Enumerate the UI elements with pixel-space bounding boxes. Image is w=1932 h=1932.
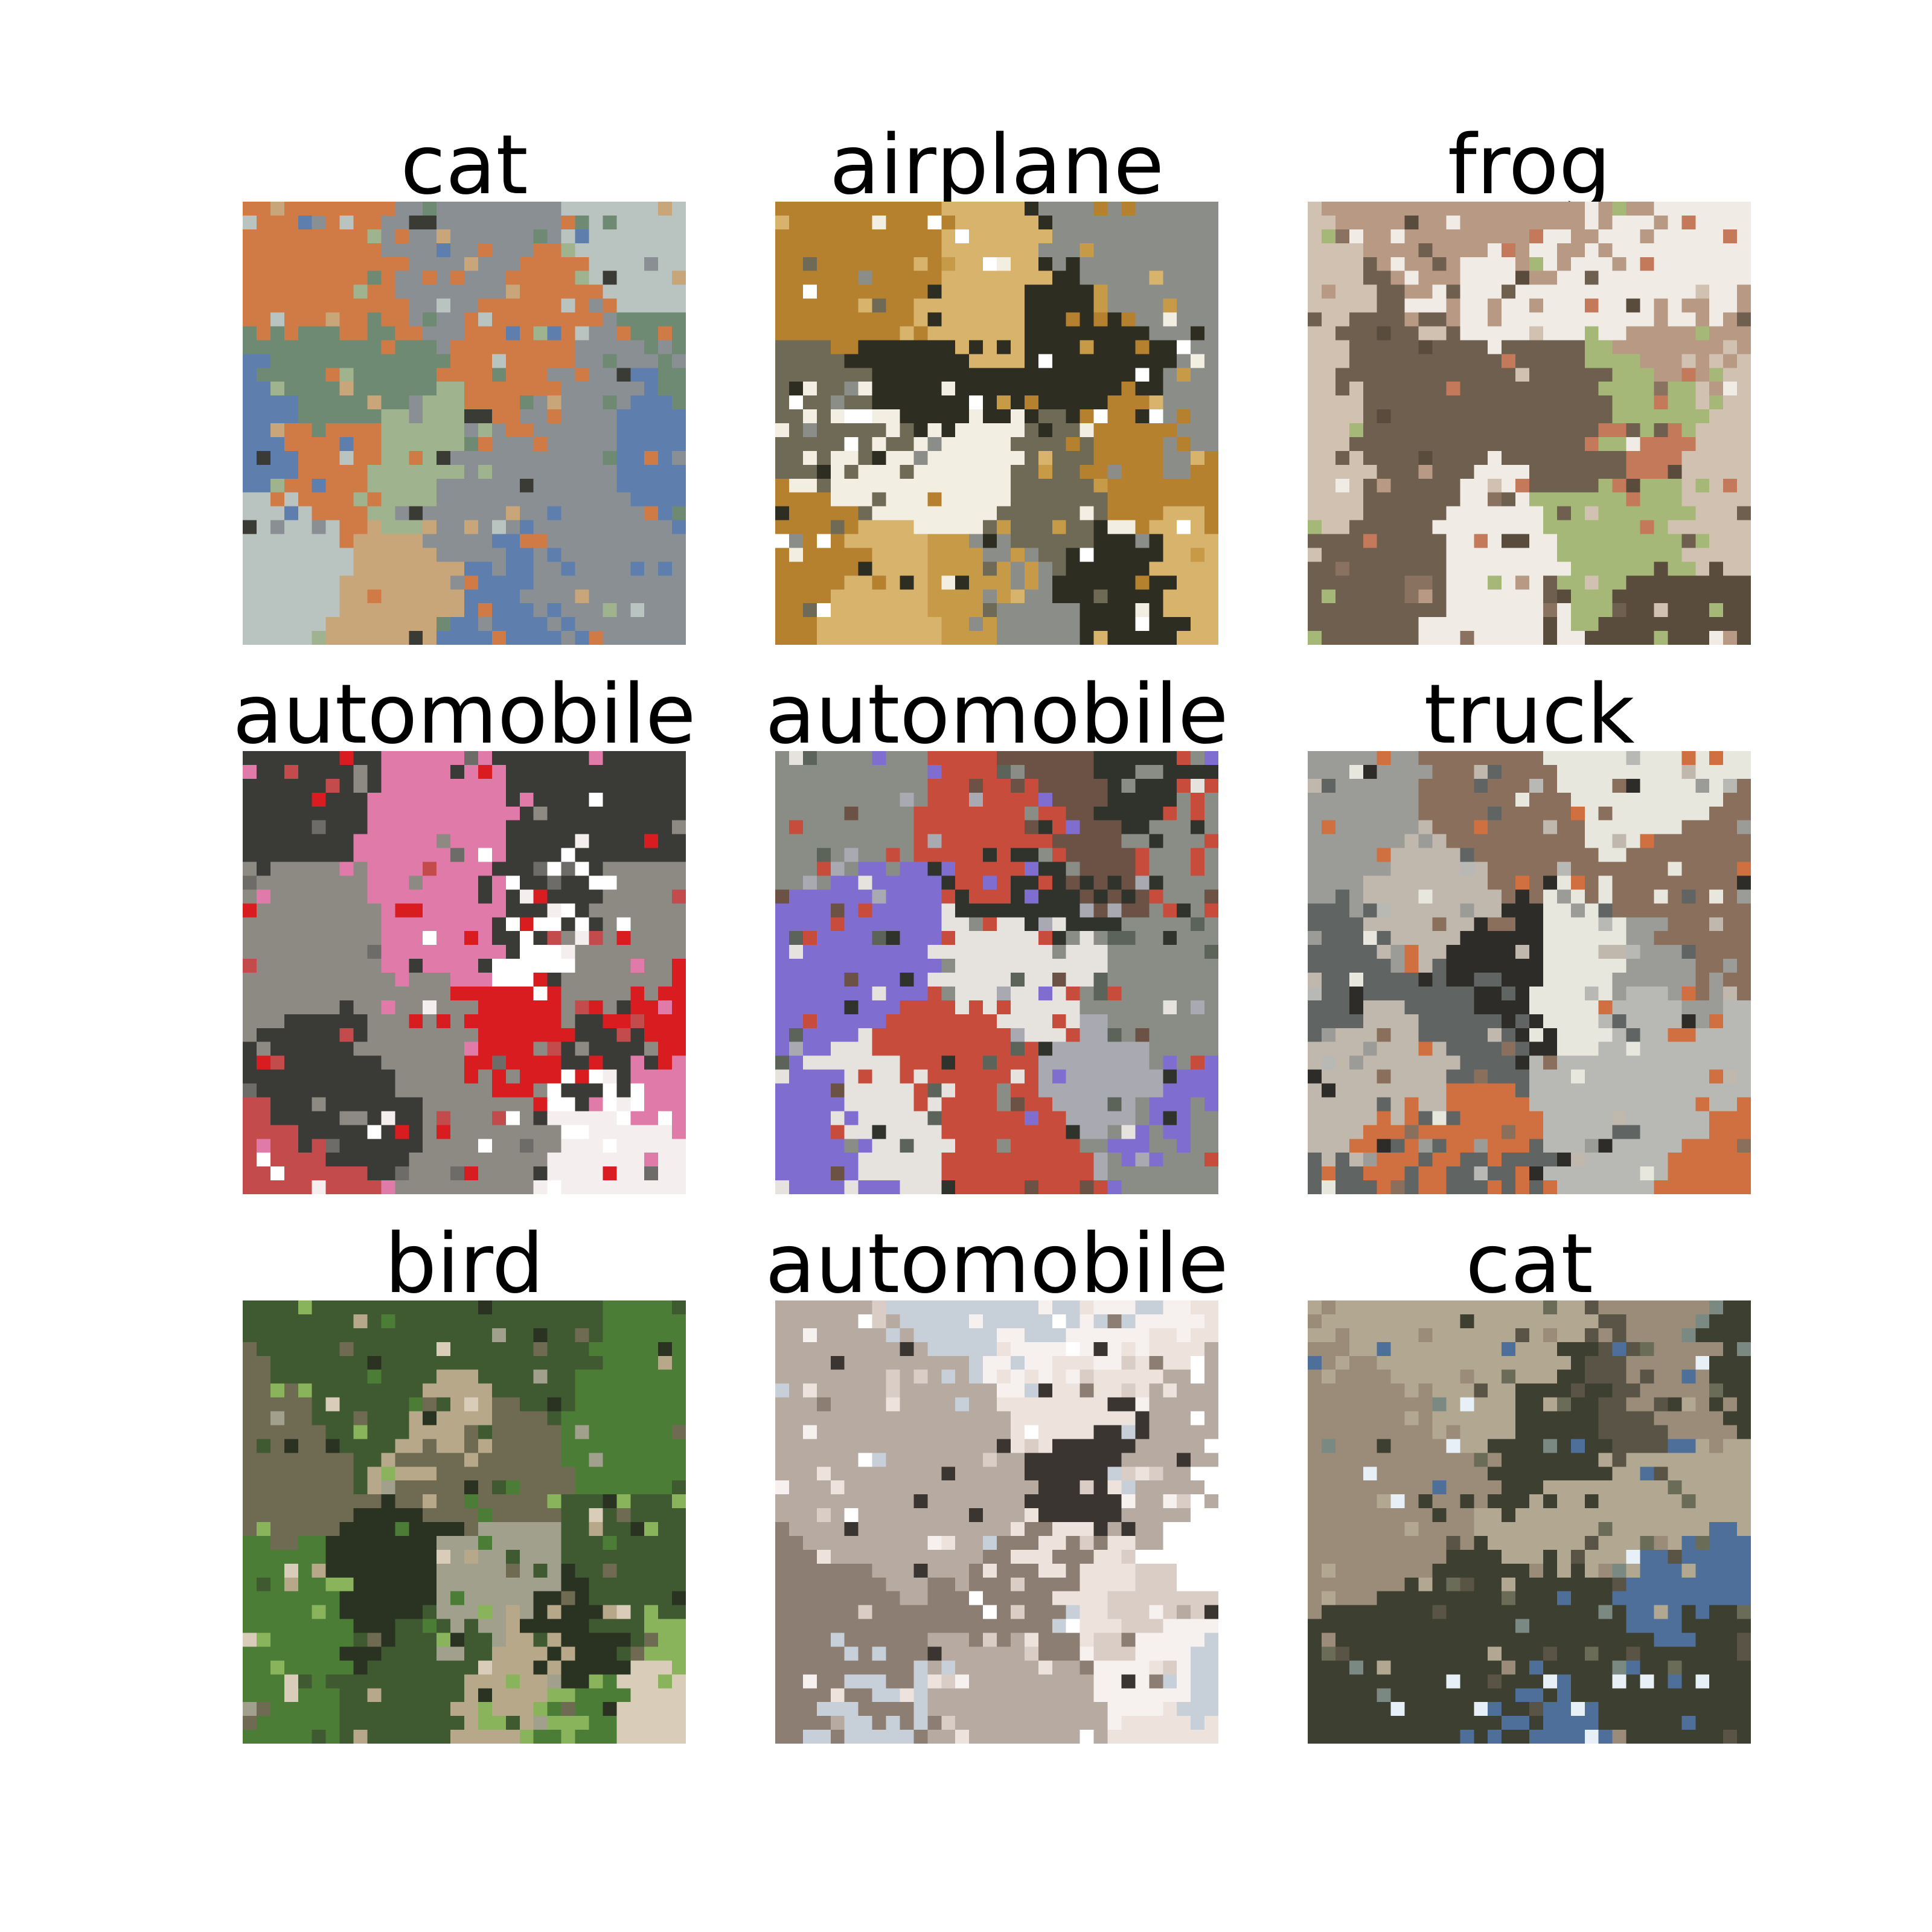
pixel-image xyxy=(775,202,1218,645)
pixel-canvas xyxy=(775,751,1218,1194)
pixel-canvas xyxy=(775,202,1218,645)
panel-label: automobile xyxy=(765,1217,1229,1312)
pixel-image xyxy=(1308,751,1751,1194)
pixel-canvas xyxy=(243,1300,686,1744)
pixel-image xyxy=(1308,1300,1751,1744)
pixel-canvas xyxy=(243,202,686,645)
panel-label: cat xyxy=(1465,1217,1593,1312)
panel-label: airplane xyxy=(829,118,1165,213)
panel-label: automobile xyxy=(765,667,1229,763)
pixel-image xyxy=(775,1300,1218,1744)
pixel-canvas xyxy=(243,751,686,1194)
pixel-canvas xyxy=(775,1300,1218,1744)
panel-label: cat xyxy=(400,118,528,213)
pixel-image xyxy=(243,202,686,645)
panel-label: truck xyxy=(1424,667,1635,763)
panel-label: automobile xyxy=(232,667,696,763)
pixel-canvas xyxy=(1308,751,1751,1194)
pixel-image xyxy=(1308,202,1751,645)
pixel-canvas xyxy=(1308,1300,1751,1744)
panel-label: frog xyxy=(1447,118,1611,213)
pixel-image xyxy=(243,751,686,1194)
pixel-canvas xyxy=(1308,202,1751,645)
pixel-image xyxy=(775,751,1218,1194)
panel-label: bird xyxy=(385,1217,544,1312)
pixel-image xyxy=(243,1300,686,1744)
